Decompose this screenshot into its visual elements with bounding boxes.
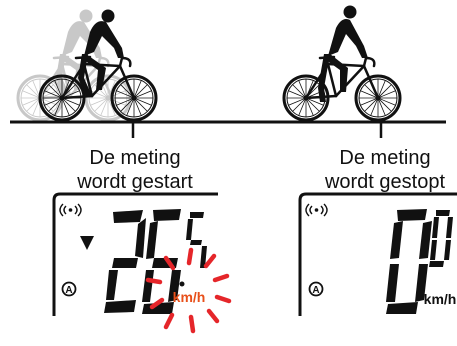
- svg-text:A: A: [312, 285, 319, 296]
- moving-cyclist: [40, 10, 156, 121]
- mode-a-icon: A: [63, 283, 76, 297]
- stopped-cyclist: [284, 6, 400, 121]
- svg-text:A: A: [65, 285, 72, 296]
- arrow-down-icon: [80, 236, 94, 250]
- caption-start: De meting wordt gestart: [55, 146, 215, 194]
- signal-icon: [60, 204, 81, 216]
- mode-a-icon: A: [310, 283, 323, 297]
- stop-display: A km/h: [300, 194, 457, 316]
- speed-digit-2: [104, 210, 146, 313]
- caption-stop-line2: wordt gestopt: [300, 170, 457, 194]
- unit-label: km/h: [424, 291, 457, 307]
- caption-stop-line1: De meting: [300, 146, 457, 170]
- speed-digit-0-small: [429, 210, 453, 267]
- unit-label-flashing: km/h: [173, 289, 206, 305]
- caption-start-line1: De meting: [55, 146, 215, 170]
- start-display: A: [54, 194, 229, 331]
- caption-start-line2: wordt gestart: [55, 170, 215, 194]
- decimal-point: [180, 282, 185, 287]
- caption-stop: De meting wordt gestopt: [300, 146, 457, 194]
- signal-icon: [306, 204, 327, 216]
